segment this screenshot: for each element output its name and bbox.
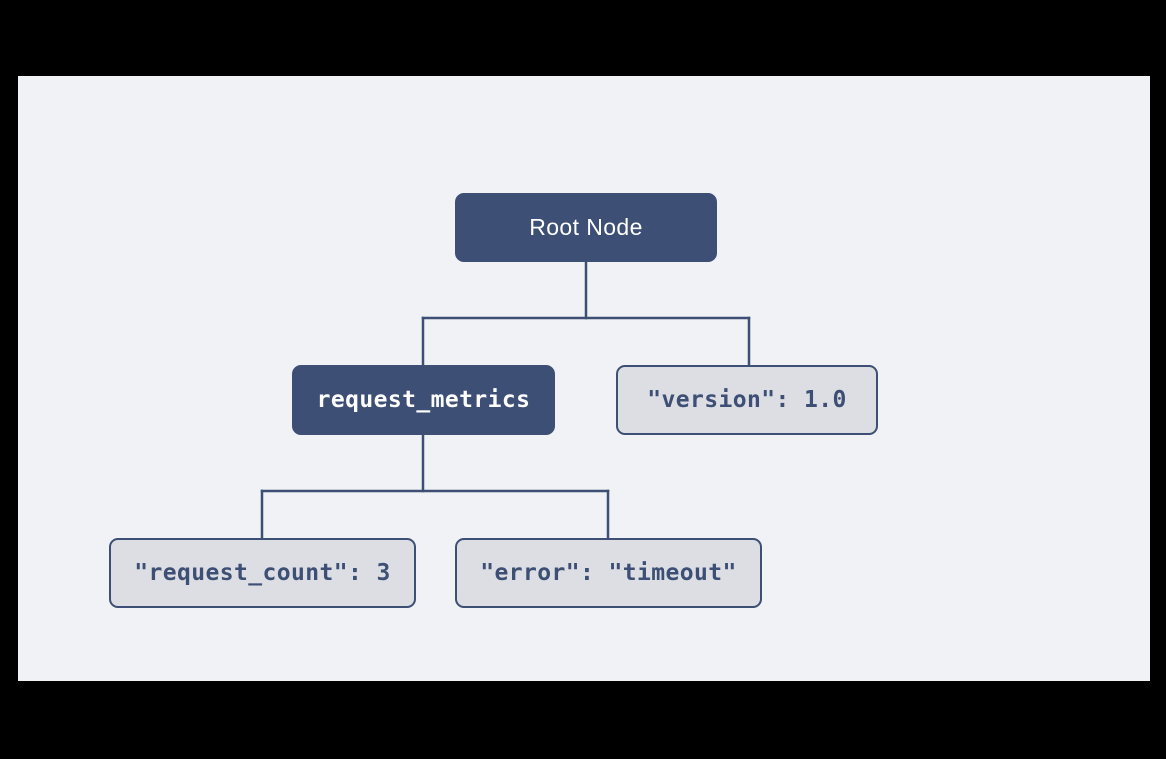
tree-node-version[interactable]: "version": 1.0 <box>616 365 878 435</box>
edge-group <box>260 260 751 540</box>
edge-connector-layer <box>260 260 751 540</box>
tree-node-request-count[interactable]: "request_count": 3 <box>109 538 416 608</box>
tree-node-root[interactable]: Root Node <box>455 193 717 262</box>
tree-node-request-metrics[interactable]: request_metrics <box>292 365 555 435</box>
tree-node-error[interactable]: "error": "timeout" <box>455 538 762 608</box>
tree-diagram: Root Node request_metrics "version": 1.0… <box>18 76 1150 681</box>
diagram-canvas: Root Node request_metrics "version": 1.0… <box>18 76 1150 681</box>
